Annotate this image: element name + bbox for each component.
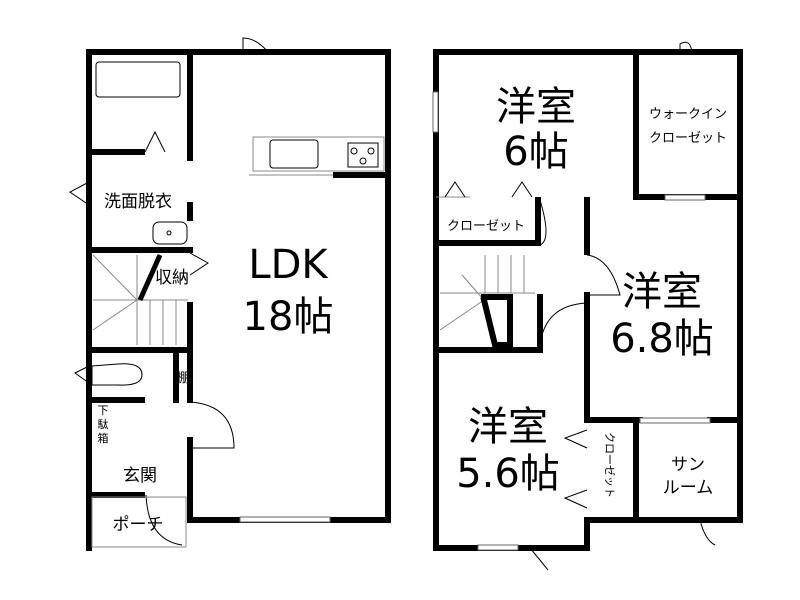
- kitchen-counter-icon: [249, 136, 385, 176]
- floor-2-plan: 洋室 6帖 ウォークイン クローゼット クローゼット 洋室 6.8帖 洋室 5.…: [432, 41, 743, 571]
- shoe-box-label-2: 駄: [98, 417, 109, 431]
- ldk-label: LDK: [248, 242, 329, 288]
- window-icon: [432, 91, 439, 133]
- sunroom-label-2: ルーム: [663, 478, 714, 498]
- closet-label: クローゼット: [447, 219, 525, 234]
- porch-label: ポーチ: [113, 515, 164, 535]
- shoe-box-label-3: 箱: [98, 431, 109, 445]
- toilet-icon: [91, 363, 143, 386]
- shelf-label: 棚: [176, 371, 189, 386]
- floor-1-plan: LDK 18帖 洗面脱衣 収納 棚 下 駄 箱 玄関 ポーチ: [69, 37, 391, 551]
- walk-in-closet-label-1: ウォークイン: [649, 107, 727, 122]
- storage-label: 収納: [155, 268, 189, 288]
- staircase-icon: [439, 255, 535, 331]
- closet-vertical-label: クローゼット: [603, 432, 616, 498]
- room3-label: 洋室: [468, 404, 548, 450]
- room3-size: 5.6帖: [456, 451, 560, 497]
- washroom-label: 洗面脱衣: [104, 192, 172, 212]
- entrance-label: 玄関: [123, 466, 157, 486]
- room2-size: 6.8帖: [610, 316, 714, 362]
- room1-size: 6帖: [503, 129, 568, 175]
- shoe-box-label-1: 下: [98, 404, 109, 417]
- sink-icon: [152, 221, 188, 245]
- ldk-size: 18帖: [243, 294, 334, 340]
- sunroom-label-1: サン: [671, 455, 705, 475]
- room1-label: 洋室: [496, 84, 576, 130]
- front-door-icon: [189, 401, 235, 449]
- room2-label: 洋室: [622, 269, 702, 315]
- bathtub-icon: [95, 61, 181, 98]
- door-icon: [539, 199, 547, 246]
- window-icon: [239, 516, 331, 523]
- door-icon: [242, 37, 269, 53]
- walk-in-closet-label-2: クローゼット: [649, 131, 727, 146]
- staircase-icon: [92, 254, 188, 345]
